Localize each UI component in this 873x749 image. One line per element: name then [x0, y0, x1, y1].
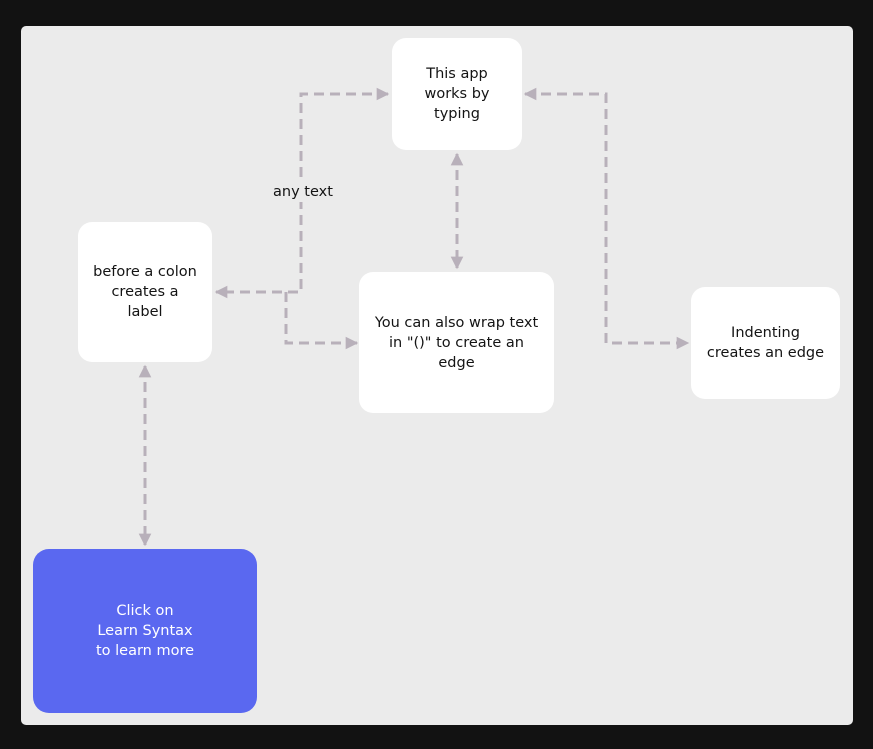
node-indenting-edge[interactable]: Indenting creates an edge — [691, 287, 840, 399]
node-colon-creates-label[interactable]: before a colon creates a label — [78, 222, 212, 362]
node-learn-syntax[interactable]: Click on Learn Syntax to learn more — [33, 549, 257, 713]
node-wrap-text-edge[interactable]: You can also wrap text in "()" to create… — [359, 272, 554, 413]
edge-label-any-text: any text — [269, 182, 337, 202]
node-app-works-by-typing[interactable]: This app works by typing — [392, 38, 522, 150]
